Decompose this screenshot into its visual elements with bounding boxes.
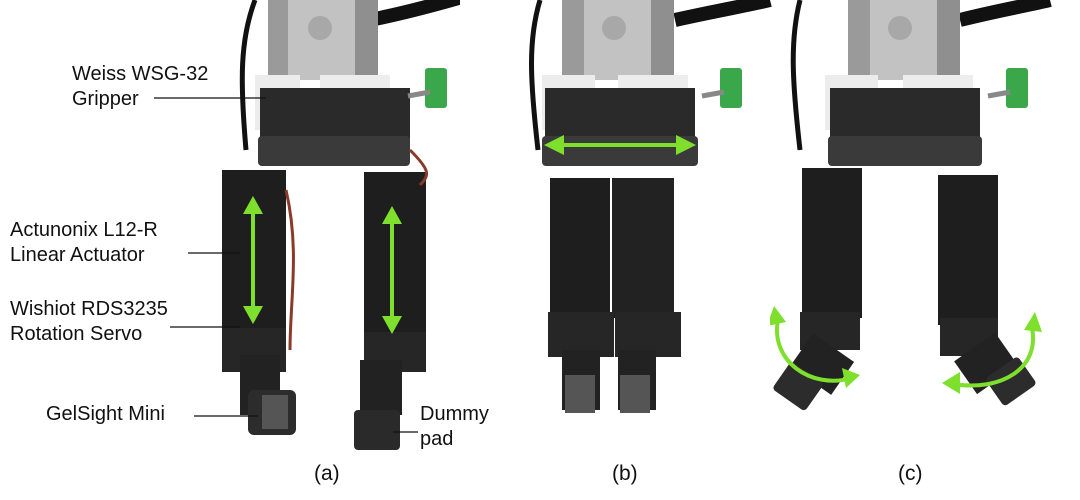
caption-b: (b)	[612, 462, 638, 485]
rotation-arrow-left	[770, 306, 860, 388]
callout-dummy-pad: Dummy pad	[420, 403, 489, 450]
callout-servo: Wishiot RDS3235 Rotation Servo	[10, 298, 168, 345]
callout-sensor: GelSight Mini	[46, 403, 165, 425]
callout-actuator: Actunonix L12-R Linear Actuator	[10, 219, 158, 266]
dummy-pad	[354, 410, 400, 450]
caption-a: (a)	[314, 462, 340, 485]
gripper-housing	[260, 88, 410, 140]
linear-motion-arrow-right	[382, 206, 402, 334]
gripper-photo-b	[529, 0, 772, 413]
callout-gripper: Weiss WSG-32 Gripper	[72, 63, 209, 110]
right-actuator	[364, 172, 426, 332]
linear-motion-arrow-left	[243, 196, 263, 324]
panel-c: (c)	[770, 0, 1070, 485]
gripper-photo-a	[154, 0, 460, 450]
rotation-arrow-right	[942, 312, 1042, 394]
gripper-photo-c	[770, 0, 1052, 411]
open-close-arrow	[544, 135, 696, 155]
caption-c: (c)	[898, 462, 923, 485]
connector	[425, 68, 447, 108]
panel-b: (b)	[500, 0, 800, 485]
panel-a: Weiss WSG-32 Gripper Actunonix L12-R Lin…	[0, 0, 489, 485]
